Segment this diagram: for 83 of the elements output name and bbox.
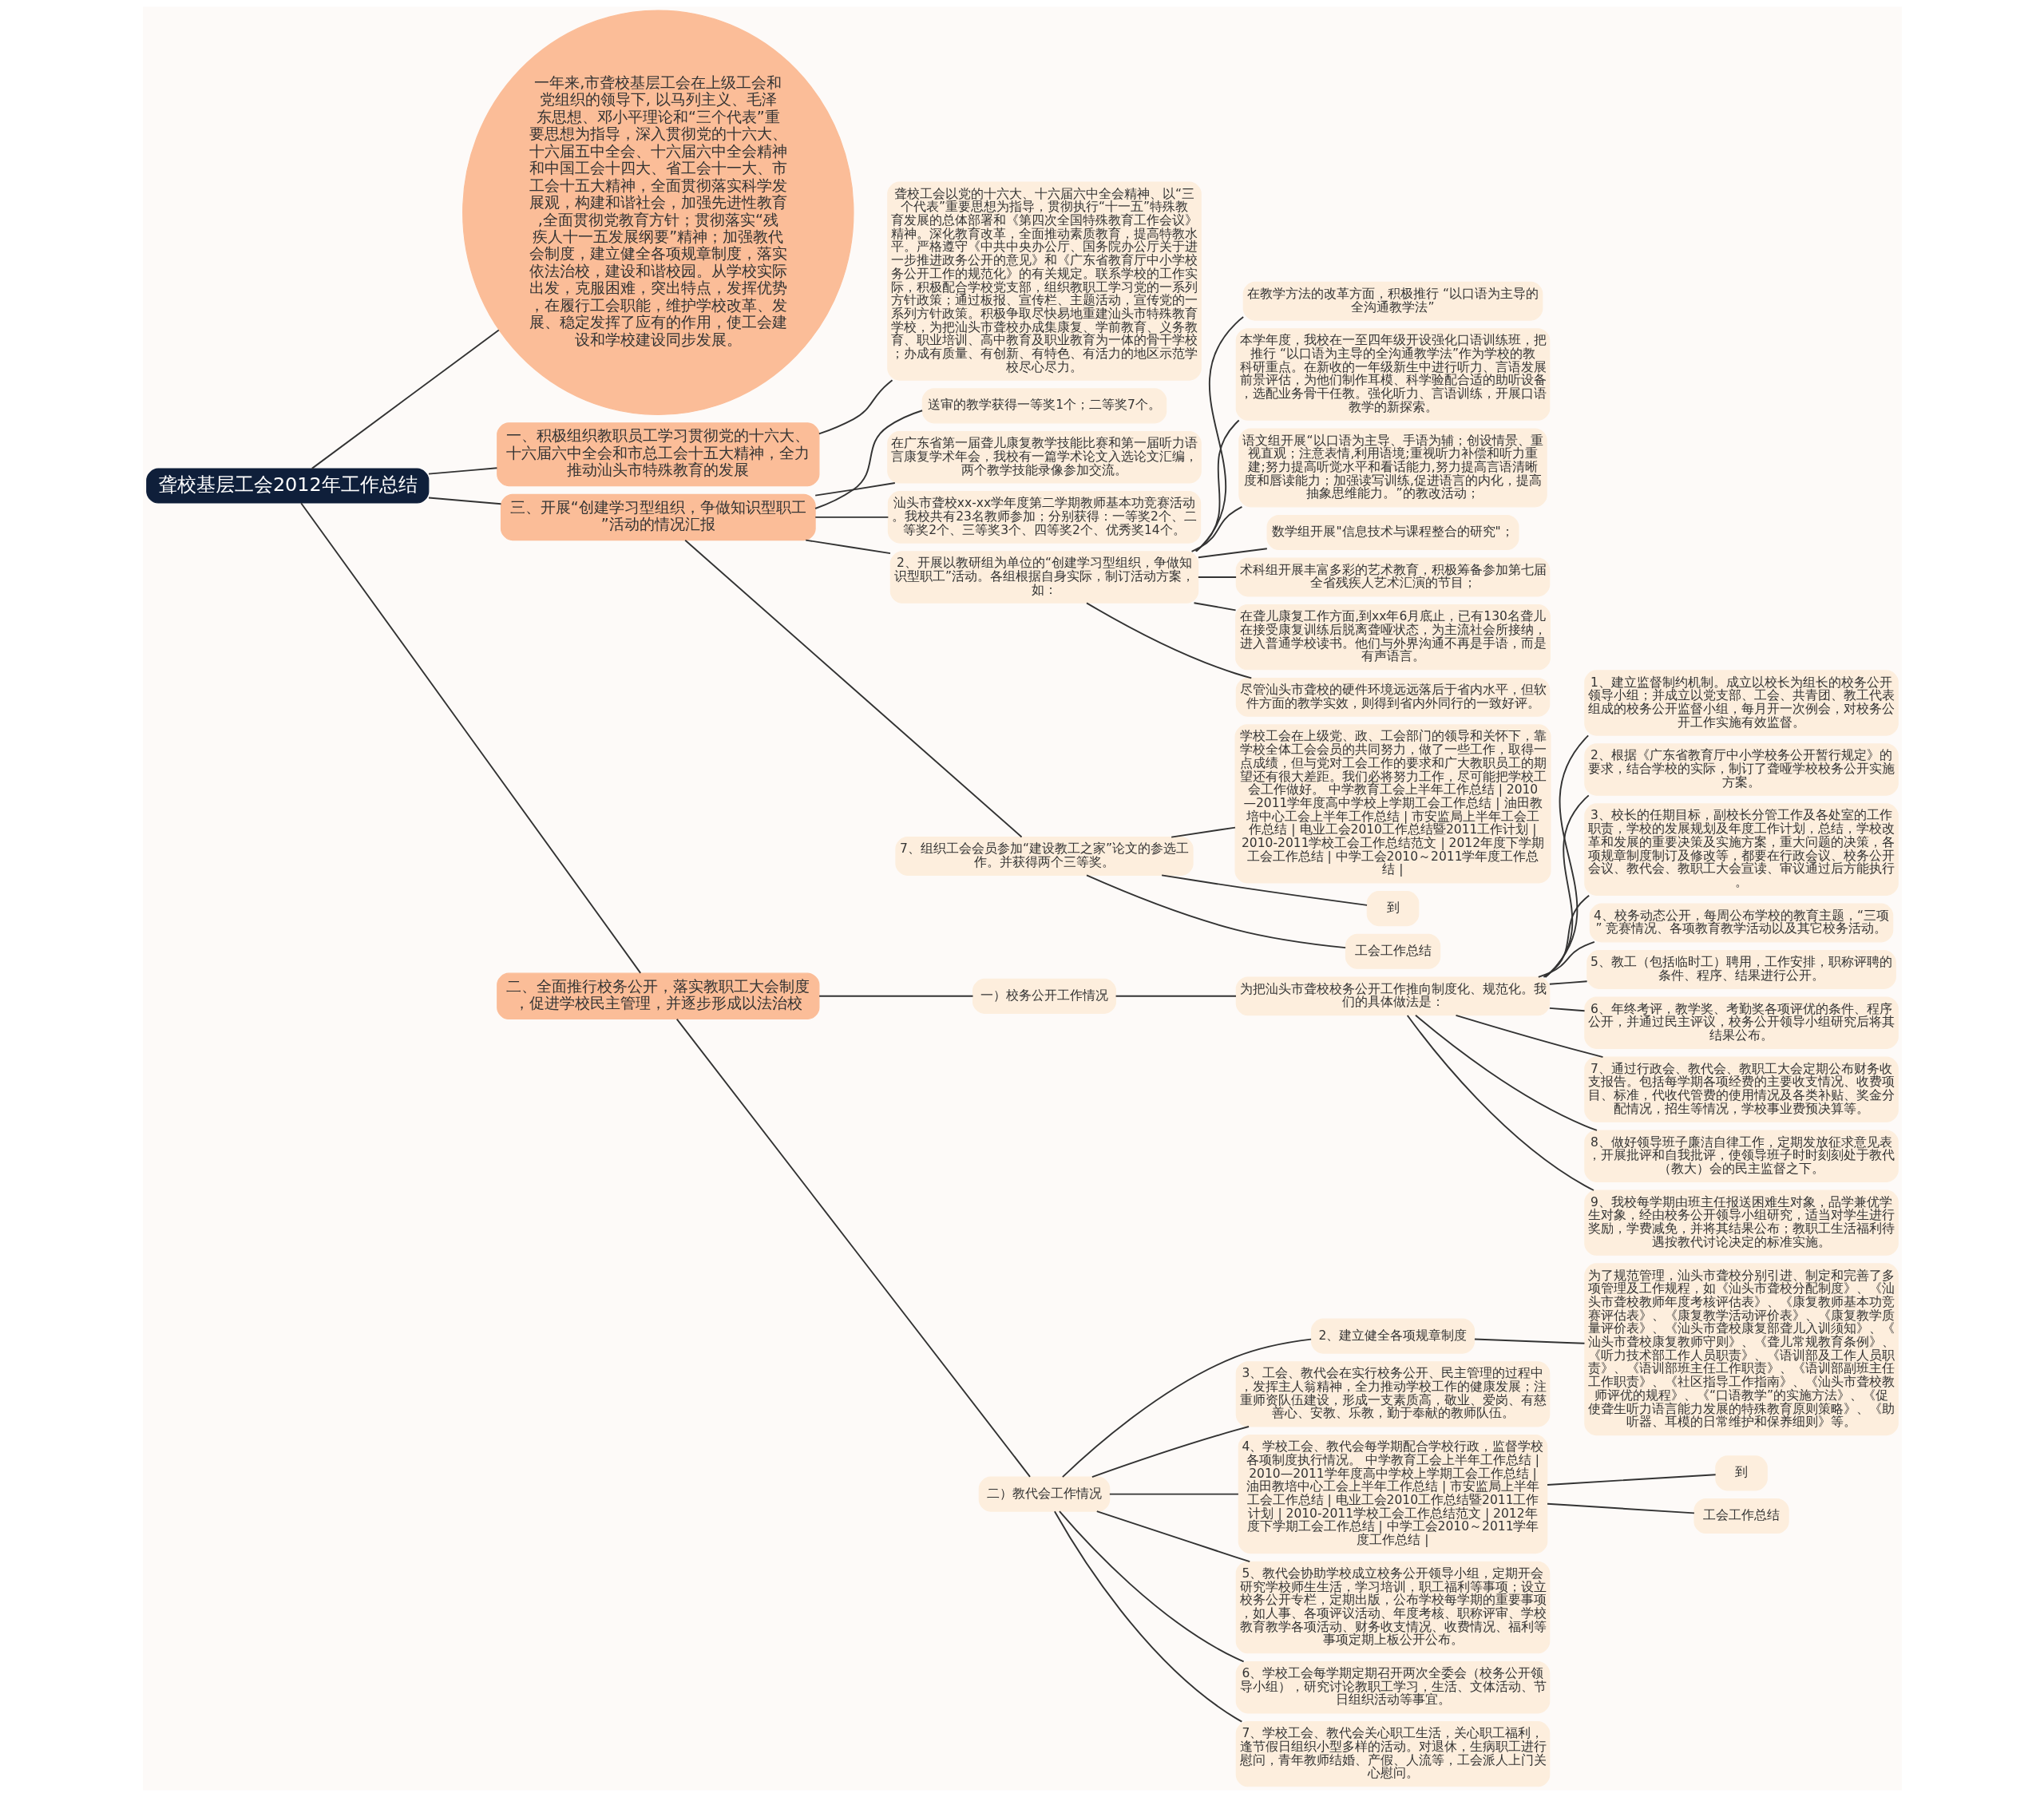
connector [814, 516, 889, 518]
node-box: 数学组开展"信息技术与课程整合的研究"； [1266, 514, 1519, 551]
node-box: 到 [1714, 1455, 1768, 1491]
node-box: 一、积极组织教职员工学习贯彻党的十六大、十六届六中全会和市总工会十五大精神，全力推动汕头市特殊教育的发展 [496, 422, 819, 487]
node-box: 4、校务动态公开，每周公布学校的教育主题，“三项” 竞赛情况、各项教育教学活动以及其它校务活动。 [1589, 903, 1893, 943]
node-box: 到 [1366, 891, 1419, 927]
node-box: 学校工会在上级党、政、工会部门的领导和关怀下，靠学校全体工会会员的共同努力，做了一些工作，取得一点成绩，但与党对工会工作的要求和广大教职员工的期望还有很大差距。我们必将努力工作，尽可能把学校工会工作做好。 中学教育工会上半年工作总结 | 2010—2011学年度高中学校上学期工会工作总结 | 油田教培中心工会上半年工作总结 | 市安监局上半年工会工作总结 | 电业工会2010工作总结暨2011工作计划 | 2010-2011学校工会工作总结范文 | 2012年度下学期工会工作总结 | 中学工会2010～2011学年度工作总结 | [1234, 724, 1551, 884]
connector [1548, 980, 1588, 985]
connector [804, 539, 891, 555]
node-box: 二、全面推行校务公开，落实教职工大会制度，促进学校民主管理，并逐步形成以法治校 [496, 972, 819, 1020]
node-box: 8、做好领导班子廉洁自律工作，定期发放征求意见表，开展批评和自我批评，使领导班子时时刻刻处于教代（教大）会的民主监督之下。 [1583, 1130, 1899, 1182]
node-box: 2、建立健全各项规章制度 [1310, 1318, 1475, 1354]
connector [818, 379, 893, 435]
connector [1061, 1338, 1312, 1478]
connector [818, 995, 973, 997]
connector [427, 467, 497, 475]
connector [299, 502, 641, 974]
node-box: 4、学校工会、教代会每学期配合学校行政，监督学校各项制度执行情况。 中学教育工会上半年工作总结 | 2010—2011学年度高中学校上学期工会工作总结 | 油田教培中心工会上半年工作总结 | 市安监局上半年工会工作总结 | 电业工会2010工作总结暨2011工作计划 | 2010-2011学校工会工作总结范文 | 2012年度下学期工会工作总结 | 中学工会2010～2011学年度工作总结 | [1238, 1435, 1547, 1554]
node-box: 在聋儿康复工作方面,到xx年6月底止，已有130名聋儿在接受康复训练后脱离聋哑状态，为主流社会所接纳，进入普通学校读书。他们与外界沟通不再是手语，而是有声语言。 [1234, 604, 1551, 671]
node-box: 1、建立监督制约机制。成立以校长为组长的校务公开领导小组；并成立以党支部、工会、共青团、教工代表组成的校务公开监督小组，每月开一次例会，对校务公开工作实施有效监督。 [1583, 670, 1899, 736]
connector [1085, 874, 1346, 949]
connector [1095, 1510, 1250, 1563]
connector [1194, 316, 1244, 552]
node-box: 术科组开展丰富多彩的艺术教育，积极筹备参加第七届全省残疾人艺术汇演的节目； [1235, 557, 1550, 597]
connector [427, 497, 501, 505]
node-box: 聋校工会以党的十六大、十六届六中全会精神、以“三个代表”重要思想为指导，贯彻执行“十一五”特殊教育发展的总体部署和《第四次全国特殊教育工作会议》精神。深化教育改革，全面推动素质教育，提高特教水平。严格遵守《中共中央办公厅、国务院办公厅关于进一步推进政务公开的意见》和《广东省教育厅中小学校务公开工作的规范化》的有关规定。联系学校的工作实际，积极配合学校党支部，组织教职工学习党的一系列方针政策；通过板报、宣传栏、主题活动，宣传党的一系列方针政策。积极争取尽快易地重建汕头市特殊教育学校，为把汕头市聋校办成集康复、学前教育、义务教育、职业培训、高中教育及职业教育为一体的骨干学校；办成有质量、有创新、有特色、有活力的地区示范学校尽心尽力。 [886, 181, 1202, 381]
connector [1193, 602, 1237, 612]
connector [1197, 548, 1268, 559]
node-box: 9、我校每学期由班主任报送困难生对象，品学兼优学生对象，经由校务公开领导小组研究，适当对学生进行奖励，学费减免，并将其结果公布；教职工生活福利待遇按教代讨论决定的标准实施。 [1583, 1189, 1899, 1256]
connector [1546, 1474, 1717, 1486]
connector [1053, 1510, 1242, 1723]
connector [683, 539, 1022, 838]
node-box: 7、学校工会、教代会关心职工生活，关心职工福利，逢节假日组织小型多样的活动。对退休，生病职工进行慰问，青年教师结婚、产假、人流等，工会派人上门关心慰问。 [1235, 1721, 1550, 1787]
node-box: 尽管汕头市聋校的硬件环境远远落后于省内水平，但软件方面的教学实效，则得到省内外同行的一致好评。 [1235, 677, 1550, 717]
connector [1194, 419, 1240, 552]
connector [1115, 995, 1237, 997]
node-box: 7、通过行政会、教代会、教职工大会定期公布财务收支报告。包括每学期各项经费的主要收支情况、收费项目、标准，代收代管费的使用情况及各类补贴、奖金分配情况，招生等情况，学校事业费预决算等。 [1583, 1056, 1899, 1122]
node-box: 聋校基层工会2012年工作总结 [145, 468, 429, 504]
connector [1197, 576, 1237, 578]
node-box: 5、教工（包括临时工）聘用，工作安排，职称评聘的条件、程序、结果进行公开。 [1586, 950, 1896, 989]
node-box: 为了规范管理，汕头市聋校分别引进、制定和完善了多项管理及工作规程，如《汕头市聋校分配制度》、《汕头市聋校教师年度考核评估表》、《康复教师基本功竞赛评估表》、《康复教学活动评价表》、《康复教学质量评价表》、《汕头市聋校康复部聋儿入训须知》、《汕头市聋校康复教师守则》、《聋儿常规教育条例》、《听力技术部工作人员职责》、《语训部及工作人员职责》、《语训部班主任工作职责》、《语训部副班主任工作职责》、《社区指导工作指南》、《汕头市聋校教师评优的规程》、《“口语教学”的实施方法》、《促使聋生听力语言能力发展的特殊教育原则策略》、《助听器、耳模的日常维护和保养细则》等。 [1583, 1263, 1899, 1436]
connector [1085, 602, 1252, 679]
node-box: 二）教代会工作情况 [978, 1476, 1110, 1512]
node-box: 三、开展“创建学习型组织，争做知识型职工”活动的情况汇报 [500, 493, 816, 541]
connector [1542, 894, 1590, 978]
connector [1455, 1014, 1603, 1059]
connector [1537, 940, 1595, 978]
connector [1160, 874, 1368, 906]
node-box: 为把汕头市聋校校务公开工作推向制度化、规范化。我们的具体做法是： [1235, 976, 1550, 1016]
connector [675, 1018, 1031, 1478]
connector [1058, 1510, 1245, 1663]
node-box: 2、开展以教研组为单位的“创建学习型组织，争做知识型职工”活动。各组根据自身实际，制订活动方案，如： [889, 551, 1198, 604]
node-box: 6、学校工会每学期定期召开两次全委会（校务公开领导小组），研究讨论教职工学习，生活、文体活动、节日组织活动等事宜。 [1235, 1660, 1550, 1714]
node-box: 本学年度，我校在一至四年级开设强化口语训练班，把推行 “以口语为主导的全沟通教学法”作为学校的教科研重点。在新收的一年级新生中进行听力、言语发展前景评估，为他们制作耳模、科学验配合适的助听设备，选配业务骨干任教。强化听力、言语训练，开展口语教学的新探索。 [1235, 328, 1550, 421]
node-box: 工会工作总结 [1693, 1498, 1789, 1534]
connector [1414, 1014, 1598, 1131]
node-box: 3、工会、教代会在实行校务公开、民主管理的过程中，发挥主人翁精神，全力推动学校工作的健康发展；注重师资队伍建设，形成一支素质高，敬业、爱岗、有慈善心、安教、乐教，勤于奉献的教师队伍。 [1235, 1361, 1550, 1427]
connector [1473, 1338, 1585, 1344]
connector [1406, 1015, 1594, 1191]
node-box: 工会工作总结 [1345, 933, 1440, 969]
connector [1544, 734, 1589, 978]
connector [1108, 1493, 1239, 1495]
node-circle: 一年来,市聋校基层工会在上级工会和党组织的领导下, 以马列主义、毛泽东思想、邓小平理论和“三个代表”重要思想为指导，深入贯彻党的十六大、十六届五中全会、十六届六中全会精神和中国工会十四大、省工会十一大、市工会十五大精神，全面贯彻落实科学发展观，构建和谐社会，加强先进性教育,全面贯彻党教育方针；贯彻落实“残疾人十一五发展纲要”精神；加强教代会制度，建立健全各项规章制度，落实依法治校，建设和谐校园。从学校实际出发，克服困难，突出特点，发挥优势，在履行工会职能，维护学校改革、发展、稳定发挥了应有的作用，使工会建设和学校建设同步发展。 [461, 10, 854, 415]
connector [1548, 1007, 1586, 1012]
connector [1170, 826, 1236, 838]
connector [1091, 1426, 1250, 1478]
connector [814, 482, 896, 497]
node-box: 送审的教学获得一等奖1个；二等奖7个。 [921, 388, 1167, 424]
connector [1543, 794, 1590, 978]
connector [814, 410, 923, 509]
connector [311, 329, 500, 469]
node-box: 2、根据《广东省教育厅中小学校务公开暂行规定》的要求，结合学校的实际，制订了聋哑学校校务公开实施方案。 [1583, 743, 1899, 796]
node-box: 语文组开展“以口语为主导、手语为辅；创设情景、重视直观；注意表情,利用语境;重视听力补偿和听力重建;努力提高听觉水平和看话能力,努力提高言语清晰度和唇读能力；加强读写训练,促进语言的内化，提高抽象思维能力。”的教改活动； [1238, 428, 1547, 508]
node-box: 汕头市聋校xx-xx学年度第二学期教师基本功竞赛活动。我校共有23名教师参加；分别获得：一等奖2个、二等奖2个、三等奖3个、四等奖2个、优秀奖14个。 [887, 491, 1201, 544]
node-box: 7、组织工会会员参加“建设教工之家”论文的参选工作。并获得两个三等奖。 [894, 837, 1194, 876]
node-box: 一）校务公开工作情况 [972, 978, 1116, 1014]
node-box: 5、教代会协助学校成立校务公开领导小组，定期开会研究学校师生生活，学习培训，职工福利等事项；设立校务公开专栏，定期出版，公布学校每学期的重要事项，如人事、各项评议活动、年度考核、职称评审、学校教育教学各项活动、财务收支情况、收费情况、福利等事项定期上板公开公布。 [1235, 1561, 1550, 1654]
connector [1190, 505, 1242, 552]
node-box: 3、校长的任期目标，副校长分管工作及各处室的工作职责，学校的发展规划及年度工作计划，总结，学校改革和发展的重要决策及实施方案，重大问题的决策，各项规章制度制订及修改等，都要在行政会议、校务公开会议、教代会、教职工大会宣读、审议通过后方能执行。 [1583, 803, 1899, 896]
node-box: 在广东省第一届聋儿康复教学技能比赛和第一届听力语言康复学术年会，我校有一篇学术论文入选论文汇编，两个教学技能录像参加交流。 [886, 430, 1202, 484]
node-box: 6、年终考评，教学奖、考勤奖各项评优的条件、程序公开，并通过民主评议，校务公开领导小组研究后将其结果公布。 [1583, 996, 1899, 1049]
connector [1546, 1502, 1695, 1514]
node-box: 在教学方法的改革方面，积极推行 “以口语为主导的全沟通教学法” [1242, 281, 1543, 321]
